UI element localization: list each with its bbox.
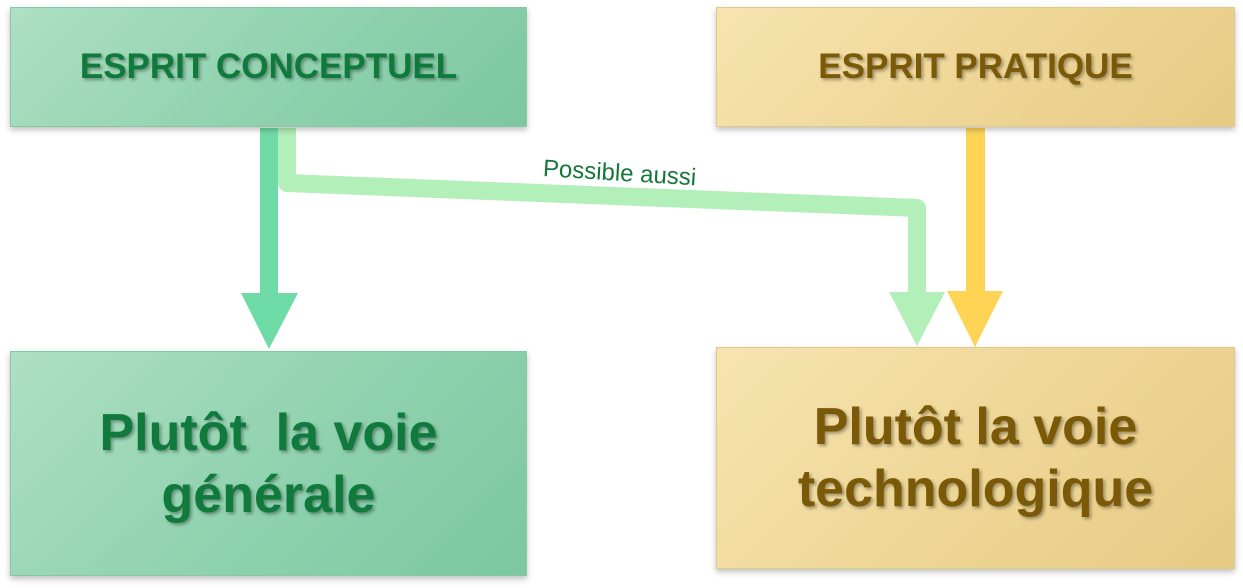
voie-technologique-box: Plutôt la voie technologique [716,347,1235,569]
esprit-conceptuel-label: ESPRIT CONCEPTUEL [79,47,458,86]
voie-generale-box: Plutôt la voie générale [10,351,527,576]
possible-also-arrow [278,128,945,346]
green-down-arrow [241,128,298,349]
esprit-conceptuel-box: ESPRIT CONCEPTUEL [10,7,527,127]
esprit-pratique-label: ESPRIT PRATIQUE [818,47,1133,86]
voie-technologique-label: Plutôt la voie technologique [797,398,1154,518]
voie-generale-label: Plutôt la voie générale [99,403,452,524]
yellow-down-arrow [947,128,1003,347]
esprit-pratique-box: ESPRIT PRATIQUE [716,7,1235,127]
